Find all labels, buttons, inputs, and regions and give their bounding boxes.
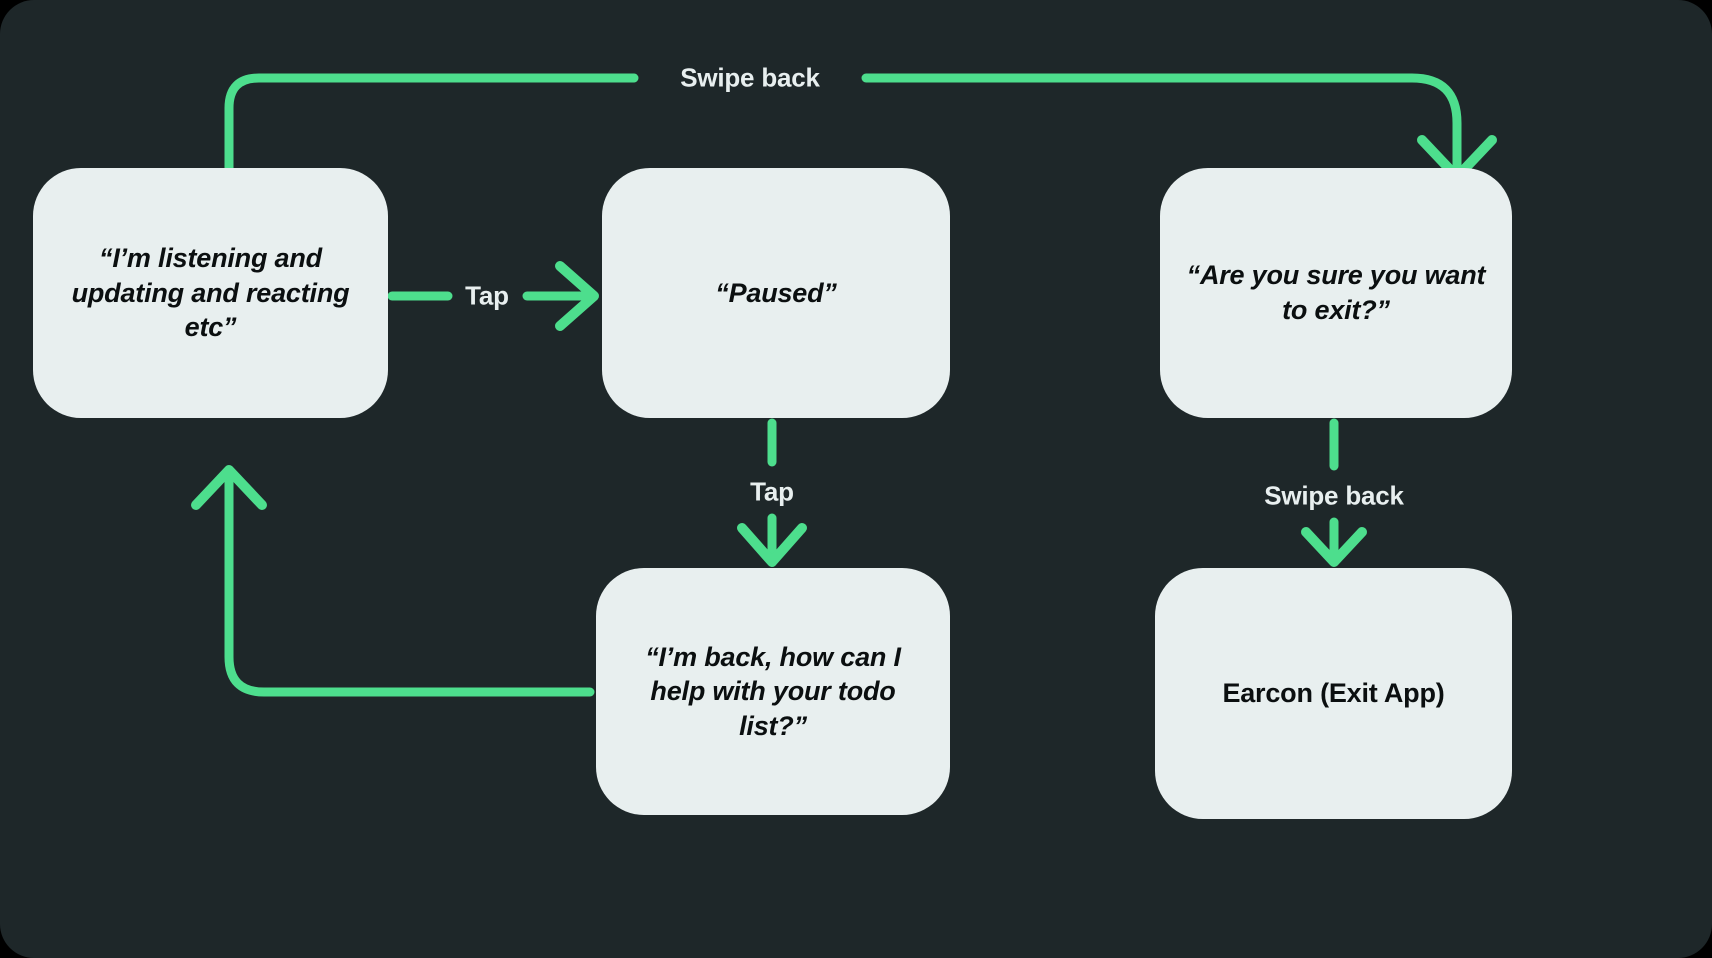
- node-listening[interactable]: “I’m listening and updating and reacting…: [33, 168, 388, 418]
- edge-paused-to-imback: [737, 418, 807, 567]
- node-listening-label: “I’m listening and updating and reacting…: [71, 243, 350, 343]
- node-earcon[interactable]: Earcon (Exit App): [1155, 568, 1512, 819]
- node-paused-label: “Paused”: [715, 277, 837, 308]
- node-im-back-label: “I’m back, how can I help with your todo…: [645, 641, 901, 741]
- arrowhead-up-listening: [191, 465, 267, 510]
- edge-label-tap-horizontal: Tap: [465, 280, 509, 311]
- node-confirm-exit-label: “Are you sure you want to exit?”: [1186, 260, 1486, 325]
- edge-label-swipe-back-right: Swipe back: [1264, 480, 1404, 511]
- node-im-back[interactable]: “I’m back, how can I help with your todo…: [596, 568, 950, 815]
- edge-path-swipe-back-top-left: [224, 73, 639, 175]
- edge-path-swipe-back-top-right: [861, 73, 1462, 177]
- node-paused[interactable]: “Paused”: [602, 168, 950, 418]
- edge-listening-to-confirm: [224, 73, 1497, 182]
- edge-path-return-loop: [224, 473, 595, 697]
- edge-listening-to-paused: [387, 261, 599, 331]
- node-earcon-label: Earcon (Exit App): [1222, 678, 1445, 709]
- edge-imback-to-listening: [191, 465, 595, 697]
- edge-label-tap-vertical: Tap: [750, 476, 794, 507]
- arrowhead-down-imback: [737, 523, 807, 567]
- node-confirm-exit[interactable]: “Are you sure you want to exit?”: [1160, 168, 1512, 418]
- edge-confirm-to-earcon: [1301, 418, 1367, 567]
- edge-label-swipe-back-top: Swipe back: [680, 62, 820, 93]
- arrowhead-down-earcon: [1301, 527, 1367, 567]
- arrowhead-right-paused: [555, 261, 599, 331]
